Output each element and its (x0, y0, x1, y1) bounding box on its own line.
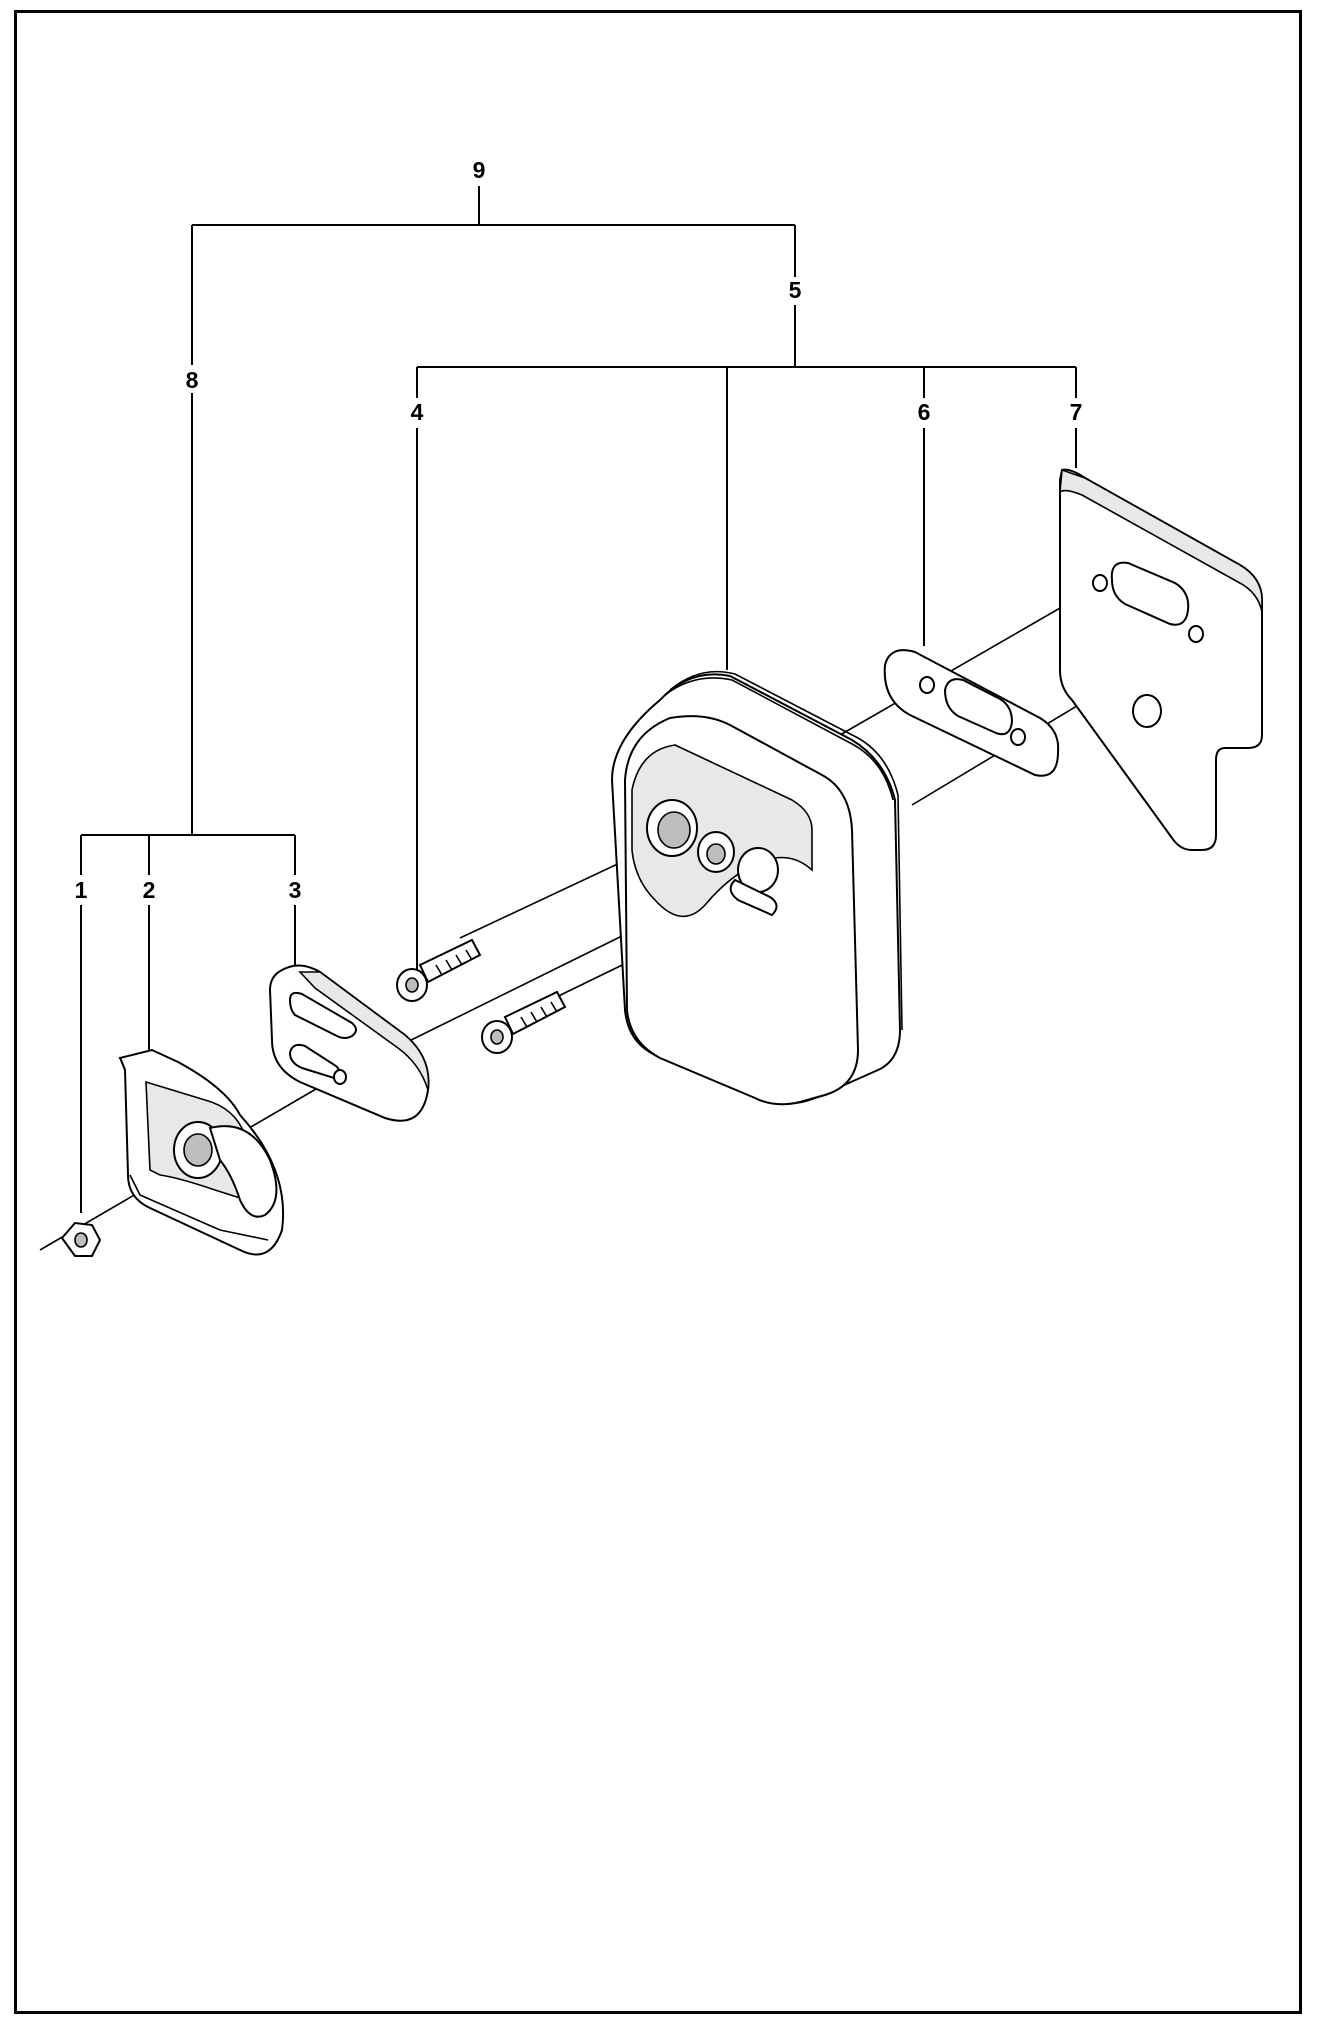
callout-7: 7 (1070, 399, 1083, 425)
callout-3: 3 (289, 877, 302, 903)
gasket (883, 649, 1060, 777)
callout-5: 5 (789, 277, 802, 303)
heat-shield-plate (1059, 468, 1263, 851)
callout-8: 8 (186, 367, 199, 393)
muffler-body (610, 670, 903, 1106)
deflector-cap (118, 1048, 285, 1256)
callout-4: 4 (411, 399, 424, 425)
callout-9: 9 (473, 157, 486, 183)
baffle-plate (268, 964, 430, 1122)
callout-2: 2 (143, 877, 156, 903)
callout-1: 1 (75, 877, 88, 903)
callout-labels: 9 5 8 4 6 7 1 2 3 (75, 157, 1083, 903)
callout-6: 6 (918, 399, 931, 425)
nut (60, 1221, 102, 1257)
callout-brackets (80, 186, 1077, 1213)
screw-lower (481, 990, 567, 1054)
muffler-screws (396, 938, 567, 1054)
screw-upper (396, 938, 482, 1002)
